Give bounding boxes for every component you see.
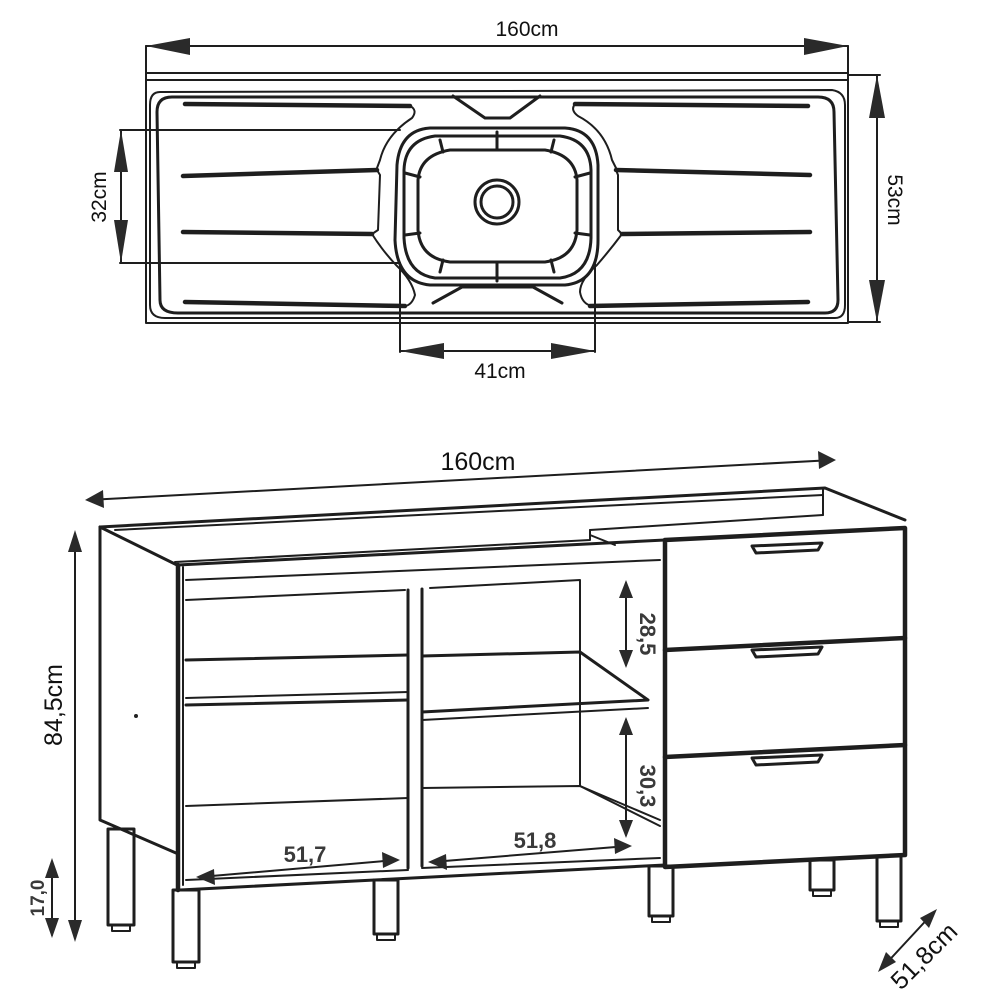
- lower-shelf-height-label: 30,3: [635, 765, 660, 808]
- drawer-handle-1[interactable]: [750, 541, 824, 555]
- cabinet-depth-label: 51,8cm: [885, 917, 963, 995]
- cabinet-legs: [106, 827, 903, 969]
- sink-width-label: 160cm: [495, 18, 558, 41]
- basin-outer: [393, 126, 600, 287]
- basin-inner: [416, 148, 579, 264]
- cabinet-height-label: 84,5cm: [40, 664, 68, 746]
- leg-height-label: 17,0: [28, 880, 49, 917]
- cabinet-left-side: [98, 525, 178, 855]
- drawer-stack: [662, 525, 908, 870]
- sink-depth-label: 53cm: [883, 174, 906, 225]
- cabinet-width-label: 160cm: [440, 448, 515, 476]
- drain-icon: [473, 178, 521, 226]
- basin-width-label: 41cm: [474, 360, 525, 383]
- sink-top-view: 160cm 53cm 32cm 41cm: [88, 18, 906, 383]
- right-compartment-width-label: 51,8: [514, 828, 557, 853]
- left-compartment-width-label: 51,7: [284, 842, 327, 867]
- drawer-divider: [662, 635, 908, 653]
- upper-shelf-height-label: 28,5: [635, 613, 660, 656]
- drawer-handle-3[interactable]: [750, 753, 824, 767]
- sink-outer-edge: [145, 72, 849, 324]
- drawer-handle-2[interactable]: [750, 645, 824, 659]
- cabinet-front-view: 160cm: [28, 448, 963, 995]
- drawer-divider: [662, 742, 908, 760]
- basin-depth-label: 32cm: [88, 171, 111, 222]
